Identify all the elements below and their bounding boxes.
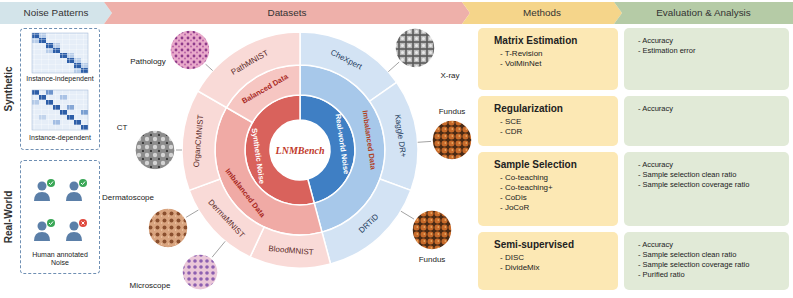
- metric-box: - Accuracy- Sample selection clean ratio…: [624, 152, 789, 226]
- balance-label: Balanced Data: [241, 73, 290, 105]
- center-circle: LNMBench: [270, 120, 330, 180]
- matrix-figure: [32, 90, 88, 130]
- dataset-name: Kaggle DR+: [393, 114, 407, 158]
- modality-label: Dermatoscope: [102, 194, 154, 202]
- bench-name: LNMBench: [276, 145, 325, 156]
- method-box: Matrix Estimation - T-Revision- VolMinNet: [478, 28, 618, 90]
- image-thumbnail: [395, 28, 435, 68]
- dataset-name: DermaMNIST: [206, 198, 245, 239]
- stage-title: Noise Patterns: [0, 2, 112, 24]
- method-item: - CDR: [494, 127, 608, 137]
- stage-header: Methods: [462, 2, 622, 24]
- chevron-fill: [0, 2, 112, 24]
- chevron-fill: [104, 2, 470, 24]
- method-box: Sample Selection - Co-teaching- Co-teachi…: [478, 152, 618, 226]
- pattern-caption: Human annotated Noise: [23, 251, 97, 267]
- chevron-fill: [462, 2, 622, 24]
- modality-label: CT: [117, 124, 128, 132]
- metric-item: - Sample selection coverage ratio: [638, 180, 781, 190]
- leader-line: [186, 210, 198, 217]
- metric-item: - Accuracy: [638, 36, 781, 46]
- dataset-name: CheXpert: [329, 49, 363, 71]
- metric-item: - Sample selection coverage ratio: [638, 260, 781, 270]
- image-thumbnail: [148, 208, 188, 248]
- noise-group-box: Instance-independentInstance-dependent: [20, 28, 100, 150]
- metric-box: - Accuracy- Estimation error: [624, 28, 789, 90]
- leader-line: [418, 141, 431, 143]
- image-thumbnail: [412, 210, 452, 250]
- method-box: Semi-supervised - DISC- DivideMix: [478, 232, 618, 290]
- metric-item: - Sample selection clean ratio: [638, 250, 781, 260]
- ring-sector: [189, 179, 264, 257]
- method-item: - DISC: [494, 253, 608, 263]
- method-heading: Matrix Estimation: [494, 34, 608, 47]
- image-thumbnail: [182, 254, 218, 290]
- dataset-name: DRTiD: [358, 213, 381, 235]
- method-heading: Regularization: [494, 102, 608, 115]
- noise-type-label: Synthetic Noise: [251, 127, 266, 184]
- metric-item: - Accuracy: [638, 160, 781, 170]
- stage-title: Evaluation & Analysis: [614, 2, 793, 24]
- metric-item: - Accuracy: [638, 240, 781, 250]
- image-thumbnail: [135, 130, 175, 170]
- annotation-badges: [47, 179, 87, 227]
- pattern-caption: Instance-dependent: [23, 134, 97, 142]
- method-heading: Sample Selection: [494, 158, 608, 171]
- method-item: - VolMinNet: [494, 59, 608, 69]
- leader-line: [401, 211, 414, 219]
- dataset-name: OrganCMNIST: [193, 114, 206, 167]
- dataset-name: PathMNIST: [230, 49, 270, 77]
- leader-line: [212, 241, 225, 257]
- leader-line: [388, 62, 399, 72]
- ring-sector: [250, 227, 330, 268]
- ring-sector: [198, 32, 300, 108]
- ring-chart: [182, 32, 418, 268]
- noise-group-box: Human annotated Noise: [20, 160, 100, 274]
- ring-sector: [322, 179, 411, 264]
- method-item: - CoDis: [494, 193, 608, 203]
- noise-type-label: Real-world Noise: [334, 114, 350, 175]
- ring-sector: [182, 91, 226, 190]
- thumbnails: [135, 28, 472, 290]
- chevron-fill: [614, 2, 793, 24]
- metric-item: - Estimation error: [638, 46, 781, 56]
- method-item: - DivideMix: [494, 263, 608, 273]
- modality-label: Pathology: [130, 58, 166, 66]
- stage-header: Noise Patterns: [0, 2, 112, 24]
- modality-label: Microscope: [130, 282, 171, 290]
- annotator-icons: [34, 182, 82, 242]
- modality-label: Fundus: [439, 108, 466, 116]
- method-box: Regularization - SCE- CDR: [478, 96, 618, 146]
- matrix-figure: [32, 33, 88, 73]
- ring-sector: [300, 32, 397, 101]
- metric-item: - Purified ratio: [638, 270, 781, 280]
- modality-label: Fundus: [419, 256, 446, 264]
- image-thumbnail: [170, 30, 210, 70]
- leader-line: [206, 64, 213, 71]
- method-item: - JoCoR: [494, 203, 608, 213]
- stage-title: Methods: [462, 2, 622, 24]
- metric-item: - Accuracy: [638, 104, 781, 114]
- method-item: - SCE: [494, 117, 608, 127]
- method-item: - T-Revision: [494, 49, 608, 59]
- method-heading: Semi-supervised: [494, 238, 608, 251]
- ring-sector: [370, 82, 418, 190]
- metric-item: - Sample selection clean ratio: [638, 170, 781, 180]
- row-label: Real-World: [4, 191, 14, 244]
- stage-header: Evaluation & Analysis: [614, 2, 793, 24]
- modality-label: X-ray: [440, 72, 459, 80]
- dataset-name: BloodMNIST: [268, 245, 314, 257]
- metric-box: - Accuracy: [624, 96, 789, 146]
- metric-box: - Accuracy- Sample selection clean ratio…: [624, 232, 789, 290]
- method-item: - Co-teaching: [494, 173, 608, 183]
- row-label: Synthetic: [4, 66, 14, 111]
- pattern-caption: Instance-independent: [23, 75, 97, 83]
- image-thumbnail: [432, 120, 472, 160]
- stage-header: Datasets: [104, 2, 470, 24]
- balance-label: Imbalanced Data: [361, 110, 377, 170]
- method-item: - Co-teaching+: [494, 183, 608, 193]
- stage-title: Datasets: [104, 2, 470, 24]
- leader-line: [176, 150, 182, 151]
